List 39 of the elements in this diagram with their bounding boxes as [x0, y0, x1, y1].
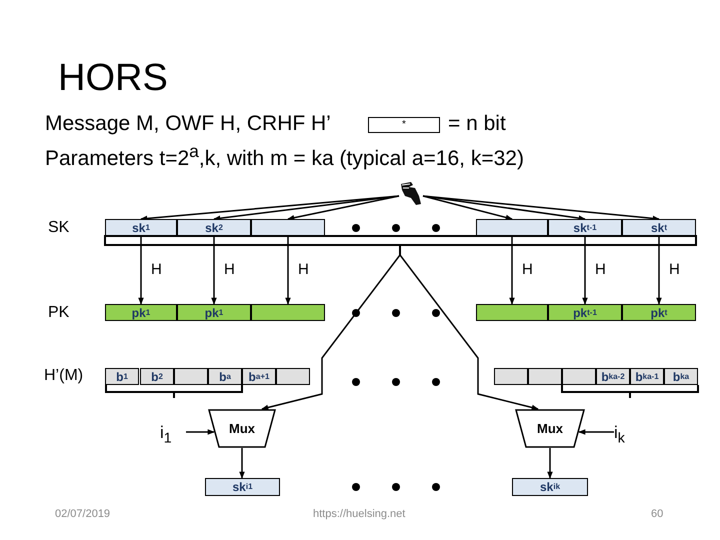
- arrow: [547, 448, 553, 479]
- text-line: Message M, OWF H, CRHF H’: [45, 112, 331, 136]
- arrow: [213, 195, 400, 221]
- arrow: [399, 245, 539, 410]
- hash-bit-cell: [276, 368, 310, 385]
- row-label: SK: [48, 219, 70, 237]
- arrow: [138, 236, 144, 305]
- text-line: Parameters t=2$^{a}$,k, with m = ka (typical a=16, k=32): [45, 141, 524, 171]
- arrow: [656, 236, 662, 305]
- slide-title: HORS: [58, 57, 168, 100]
- arrow: [285, 236, 291, 305]
- index-label: i$_{1}$: [160, 420, 186, 446]
- footer-url: https://huelsing.net: [313, 508, 406, 520]
- page-number: 60: [651, 508, 664, 520]
- secret-key-cell: [251, 219, 325, 236]
- row-label: H’(M): [44, 367, 84, 385]
- hash-bit-cell: [494, 368, 528, 385]
- arrow: [422, 195, 513, 220]
- arrow: [582, 236, 588, 305]
- hash-bit-cell: [174, 368, 208, 385]
- arrow: [422, 195, 660, 222]
- multiplexer-block: Mux: [208, 409, 276, 448]
- footer-date: 02/07/2019: [55, 508, 110, 520]
- bit-string-box: *: [368, 117, 440, 133]
- index-label: i$_{k}$: [614, 420, 640, 446]
- arrow: [287, 195, 400, 220]
- arrow: [509, 236, 515, 305]
- multiplexer-block: Mux: [515, 409, 585, 448]
- arrow: [211, 236, 217, 305]
- row-label: PK: [48, 304, 70, 322]
- public-key-cell: [251, 304, 325, 321]
- arrow: [239, 448, 245, 479]
- hash-bit-cell: [562, 368, 596, 385]
- text-line: = n bit: [448, 112, 506, 136]
- arrow: [578, 429, 614, 435]
- public-key-cell: [476, 304, 548, 321]
- arrow: [186, 429, 215, 435]
- secret-key-cell: [476, 219, 548, 236]
- hash-bit-cell: [528, 368, 562, 385]
